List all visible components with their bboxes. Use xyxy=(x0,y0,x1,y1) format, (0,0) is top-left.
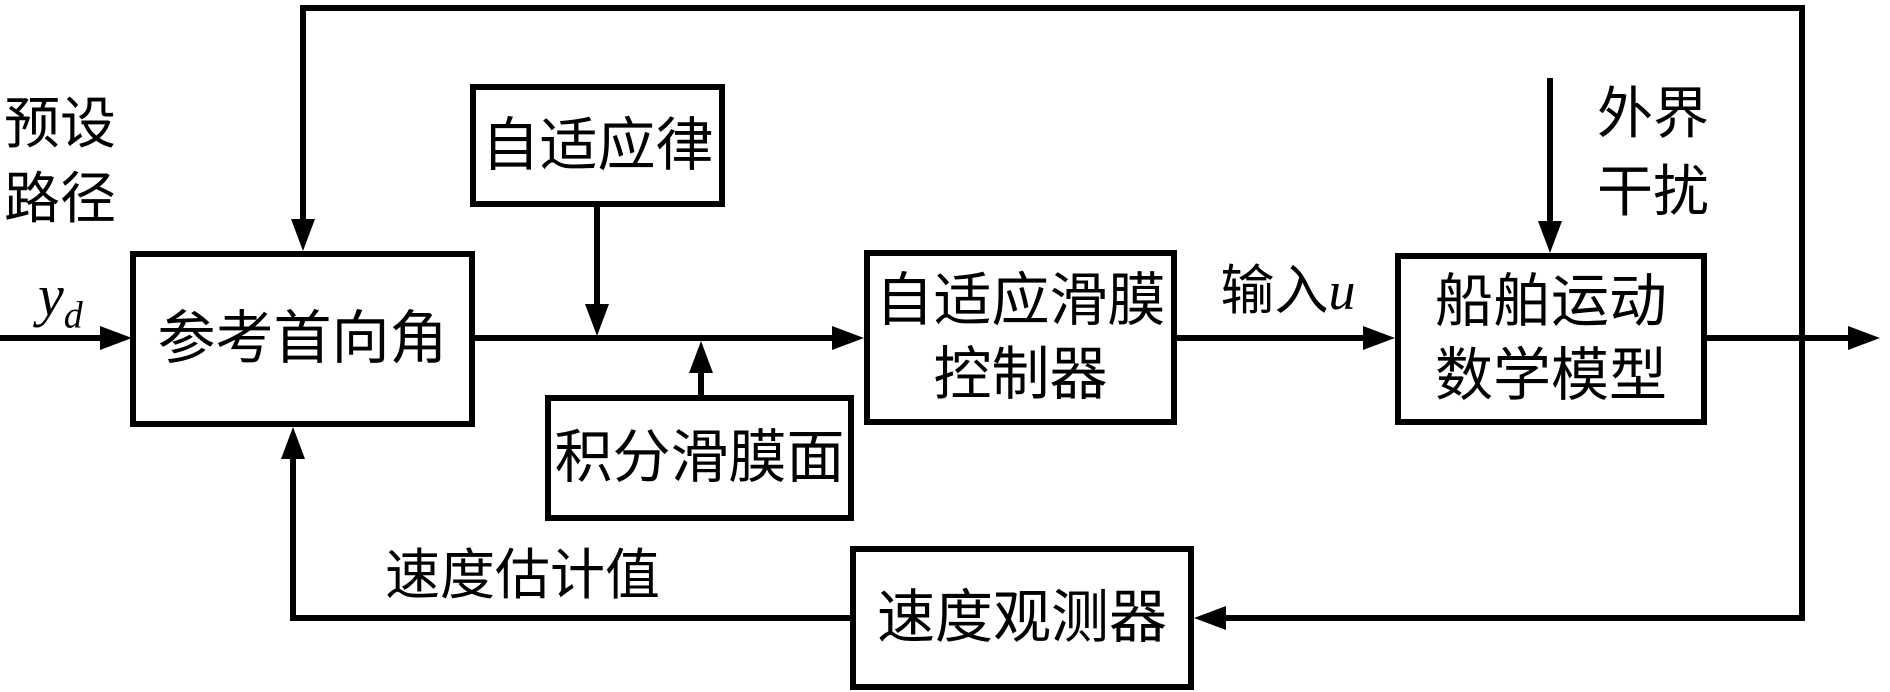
reference-heading-label: 参考首向角 xyxy=(157,306,448,371)
integral-sliding-surface-label: 积分滑膜面 xyxy=(554,425,845,490)
observer-input-arrowhead xyxy=(1194,606,1226,630)
integral-surface-arrowhead xyxy=(689,341,713,373)
observer-output-arrowhead xyxy=(281,427,305,459)
preset-path-label-line2: 路径 xyxy=(4,169,116,231)
adaptive-law-box: 自适应律 xyxy=(470,84,725,207)
ship-model-box: 船舶运动 数学模型 xyxy=(1395,253,1707,425)
disturbance-arrowhead xyxy=(1538,221,1562,253)
adaptive-smc-label-line1: 自适应滑膜 xyxy=(875,267,1166,333)
integral-sliding-surface-box: 积分滑膜面 xyxy=(545,395,854,521)
heading-to-controller-arrowhead xyxy=(832,326,864,350)
control-input-arrowhead xyxy=(1363,326,1395,350)
ship-model-label-line2: 数学模型 xyxy=(1434,343,1667,408)
input-signal-subscript: d xyxy=(63,294,83,337)
preset-path-label: 预设 路径 xyxy=(4,88,116,238)
preset-path-label-line1: 预设 xyxy=(4,94,116,156)
ship-model-label-line1: 船舶运动 xyxy=(1434,269,1667,334)
input-signal-arrowhead xyxy=(100,326,132,350)
control-input-label: 输入u xyxy=(1196,254,1380,329)
feedback-top-arrowhead xyxy=(291,219,315,251)
reference-heading-box: 参考首向角 xyxy=(130,251,475,427)
disturbance-label-line1: 外界 xyxy=(1597,84,1709,146)
adaptive-smc-label-line2: 控制器 xyxy=(933,341,1108,407)
disturbance-label: 外界 干扰 xyxy=(1597,76,1709,232)
input-signal-symbol: y xyxy=(38,263,64,328)
input-signal-label: yd xyxy=(38,258,83,354)
velocity-observer-box: 速度观测器 xyxy=(850,546,1194,690)
adaptive-law-label: 自适应律 xyxy=(481,112,714,178)
adaptive-law-arrowhead xyxy=(585,304,609,336)
control-input-variable: u xyxy=(1328,261,1356,321)
observer-output-line xyxy=(290,455,850,621)
adaptive-smc-box: 自适应滑膜 控制器 xyxy=(864,250,1177,425)
feedback-loop-line xyxy=(300,5,1805,621)
output-arrowhead xyxy=(1848,326,1880,350)
control-input-text: 输入 xyxy=(1220,261,1329,321)
velocity-estimate-label: 速度估计值 xyxy=(385,545,661,606)
velocity-observer-label: 速度观测器 xyxy=(876,585,1167,650)
disturbance-label-line2: 干扰 xyxy=(1597,162,1709,224)
